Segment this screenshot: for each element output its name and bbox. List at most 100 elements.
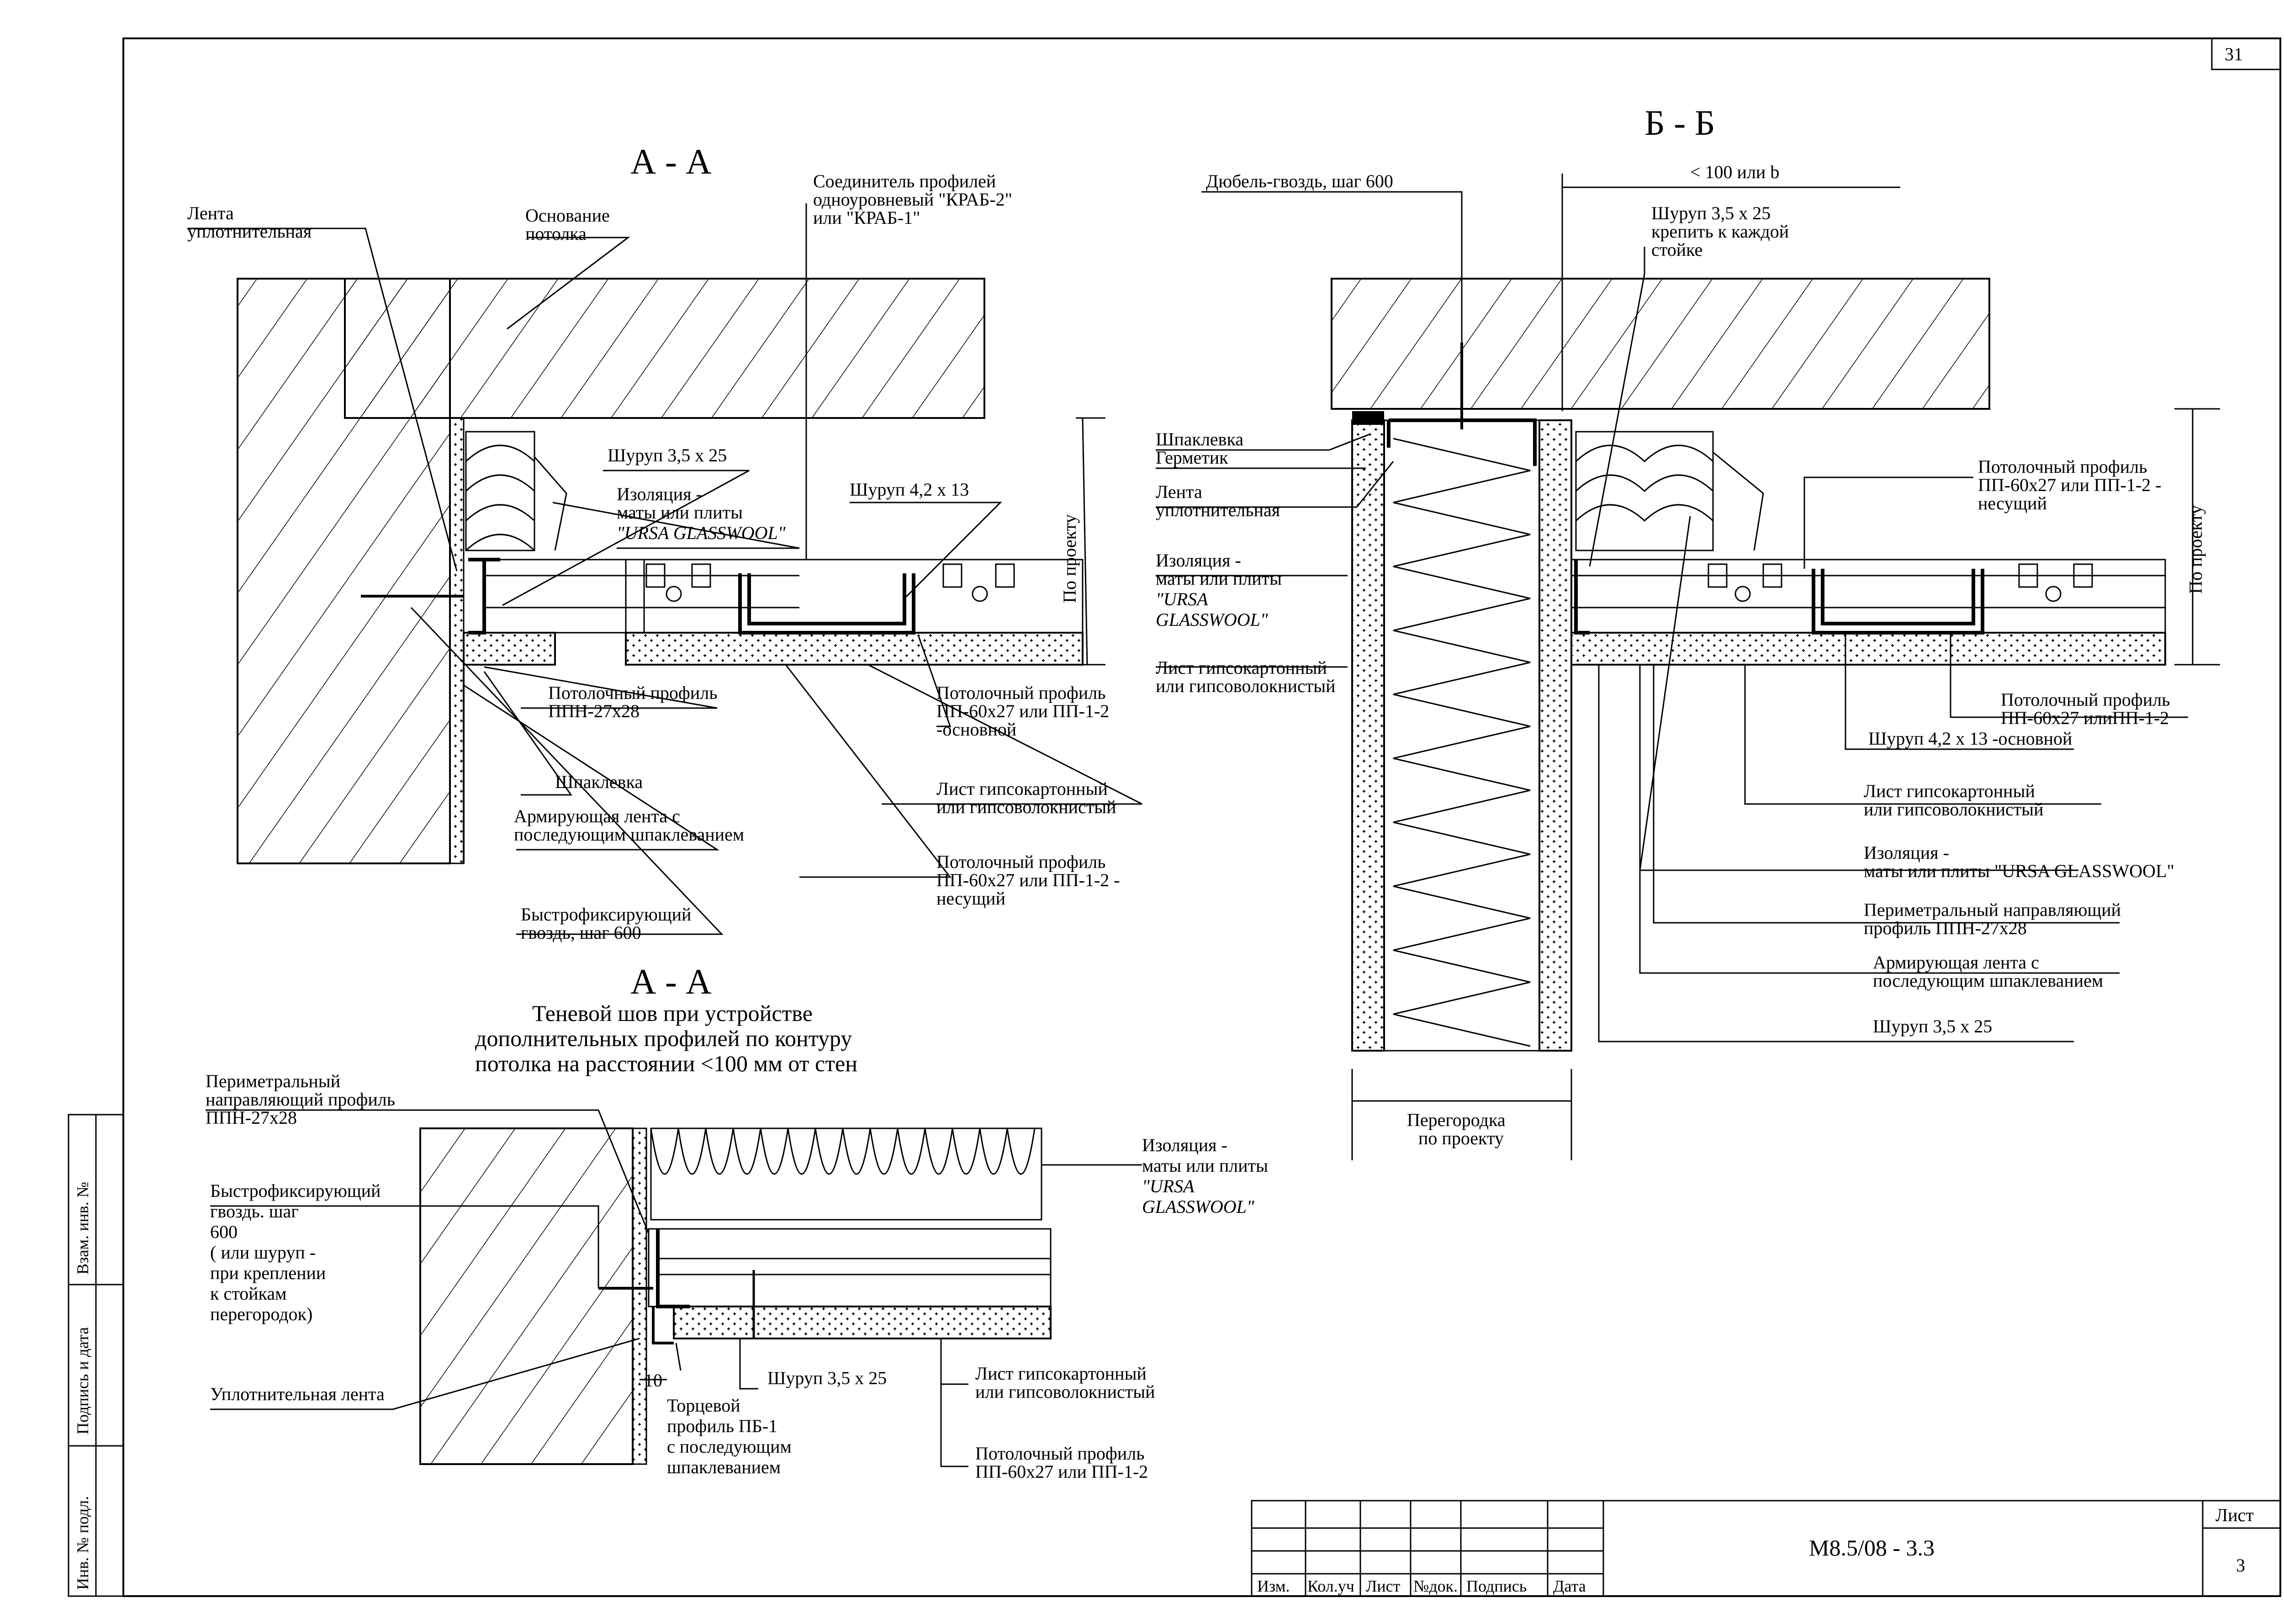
insulation-mat-top-left (465, 431, 567, 551)
screw-heads-bb (1708, 563, 2093, 602)
label-screw-bb-2: крепить к каждой (1651, 221, 1789, 242)
label-end-prof-1: Торцевой (667, 1395, 740, 1416)
label-base-2: потолка (525, 223, 587, 244)
label-reinf-bb-2: последующим шпаклеванием (1873, 970, 2103, 991)
sealing-tape-strip (449, 417, 465, 864)
section-aa-bottom: А - А Теневой шов при устройстве дополни… (206, 962, 1268, 1482)
label-tape-bb-2: уплотнительная (1156, 500, 1280, 520)
label-end-prof-2: профиль ПБ-1 (667, 1416, 777, 1436)
label-dowel: Дюбель-гвоздь, шаг 600 (1206, 171, 1393, 191)
ppn-profile-bb (1574, 560, 1590, 635)
label-ppn-2: ППН-27х28 (548, 701, 640, 721)
label-ins-bb-r-2: маты или плиты "URSA GLASSWOOL" (1864, 861, 2174, 881)
leaders-aa-bottom (206, 1109, 1142, 1467)
ceiling-slab (344, 278, 985, 419)
leaders-aa-top (187, 203, 1142, 935)
wall-concrete-bottom (419, 1127, 634, 1465)
label-pp-bearing-1-aa: Потолочный профиль (936, 852, 1105, 872)
leaders-bb (1156, 191, 2188, 1042)
screw-heads-aa (645, 563, 1015, 602)
label-gypsum-2-b: или гипсоволокнистый (975, 1381, 1155, 1402)
partition-guide-profile (1387, 418, 1537, 466)
label-pp-bear-bb-2: ПП-60х27 или ПП-1-2 - (1978, 475, 2162, 495)
label-pp-main-bb-1: Потолочный профиль (2001, 689, 2170, 710)
sealant-block (1352, 411, 1384, 425)
label-pp-main-3: -основной (936, 719, 1016, 740)
label-perim-3-b: ППН-27х28 (206, 1107, 297, 1128)
label-partition-2: по проекту (1418, 1128, 1504, 1148)
label-tape-1: Лента (187, 203, 234, 223)
stamp-signature-date: Подпись и дата (74, 1327, 92, 1434)
sheet-frame (68, 37, 2281, 1597)
page-number: 31 (2225, 44, 2243, 64)
partition-cavity (1383, 419, 1540, 1052)
tb-col-list: Лист (1366, 1577, 1401, 1595)
crab-connector-bb (1812, 569, 1984, 635)
label-reinf-2-aa: последующим шпаклеванием (514, 824, 744, 845)
title-block-headers: Изм. Кол.уч Лист №док. Подпись Дата М8.5… (1257, 1505, 2254, 1595)
label-dim-b: < 100 или b (1690, 162, 1779, 182)
partition-insulation (1393, 438, 1531, 1047)
sheet-number: 3 (2236, 1555, 2245, 1576)
label-ppn-1: Потолочный профиль (548, 682, 717, 703)
label-perim-bb-2: профиль ППН-27х28 (1864, 918, 2027, 938)
label-pp-2-b: ПП-60х27 или ПП-1-2 (975, 1461, 1148, 1482)
label-pp-bear-bb-1: Потолочный профиль (1978, 456, 2147, 477)
label-ins-bb-2: маты или плиты (1156, 568, 1282, 589)
label-partition-1: Перегородка (1407, 1110, 1506, 1130)
section-aa-bottom-subtitle-2: дополнительных профилей по контуру (475, 1026, 852, 1051)
label-screw-35x25-aa: Шуруп 3,5 х 25 (608, 445, 727, 466)
gypsum-board-right (625, 632, 1084, 666)
label-ins-4-b: GLASSWOOL" (1142, 1196, 1254, 1217)
crab-connector (738, 573, 915, 635)
label-end-prof-3: с последующим (667, 1436, 792, 1457)
insulation-mat-bb (1575, 431, 1764, 551)
gypsum-board-bottom (673, 1306, 1052, 1339)
document-code: М8.5/08 - 3.3 (1809, 1535, 1935, 1561)
tb-col-izm: Изм. (1257, 1577, 1290, 1595)
label-nail-3-b: 600 (210, 1222, 238, 1242)
gypsum-board-bb (1570, 632, 2166, 666)
label-ins-1-b: Изоляция - (1142, 1135, 1227, 1155)
section-bb: Б - Б (1156, 103, 2220, 1160)
label-pp-1-b: Потолочный профиль (975, 1443, 1144, 1464)
label-insulation-3-aa: "URSA GLASSWOOL" (617, 523, 786, 543)
label-gypsum-2-aa: или гипсоволокнистый (936, 797, 1116, 817)
label-connector-1: Соединитель профилей (813, 171, 996, 191)
label-nail-2-aa: гвоздь, шаг 600 (521, 922, 641, 943)
label-screw-bb-1: Шуруп 3,5 х 25 (1651, 203, 1771, 223)
ceiling-slab-bb (1331, 278, 1990, 410)
dimension-partition (1351, 1069, 1572, 1160)
label-by-design-aa: По проекту (1059, 514, 1080, 603)
label-screw-42-bb: Шуруп 4,2 х 13 -основной (1868, 728, 2072, 749)
label-putty-bb: Шпаклевка (1156, 429, 1243, 450)
label-nail-6-b: к стойкам (210, 1283, 286, 1304)
partition-gypsum-right (1539, 419, 1572, 1052)
label-ins-2-b: маты или плиты (1142, 1155, 1268, 1176)
label-reinf-1-aa: Армирующая лента с (514, 806, 680, 826)
label-seal-tape-b: Уплотнительная лента (210, 1384, 385, 1404)
dimension-by-design-aa (1076, 417, 1105, 666)
label-end-prof-4: шпаклеванием (667, 1457, 781, 1477)
label-ins-bb-3: "URSA (1156, 589, 1208, 609)
label-gyps-bb-r-1: Лист гипсокартонный (1864, 781, 2035, 801)
ceiling-profile-bottom (648, 1228, 1052, 1307)
label-insulation-1-aa: Изоляция - (617, 484, 702, 504)
label-gyps-bb-l-1: Лист гипсокартонный (1156, 657, 1327, 678)
stamp-replaced-inv: Взам. инв. № (74, 1182, 92, 1275)
label-perim-1-b: Периметральный (206, 1071, 340, 1091)
label-gypsum-1-b: Лист гипсокартонный (975, 1363, 1147, 1384)
label-screw-42x13-aa: Шуруп 4,2 х 13 (850, 479, 969, 500)
stamp-original-inv: Инв. № подл. (74, 1496, 92, 1590)
tb-col-date: Дата (1553, 1577, 1586, 1595)
label-pp-bearing-2-aa: ПП-60х27 или ПП-1-2 - (936, 870, 1120, 890)
sealing-tape-bottom (632, 1127, 647, 1465)
label-sealant-bb: Герметик (1156, 447, 1228, 468)
tb-col-kol: Кол.уч (1307, 1577, 1354, 1595)
label-insulation-2-aa: маты или плиты (617, 502, 743, 523)
label-putty-aa: Шпаклевка (555, 772, 643, 792)
label-screw-b: Шуруп 3,5 х 25 (767, 1368, 887, 1388)
dimension-b-bb (1561, 174, 1900, 411)
label-dim-10: 10 (644, 1370, 662, 1391)
